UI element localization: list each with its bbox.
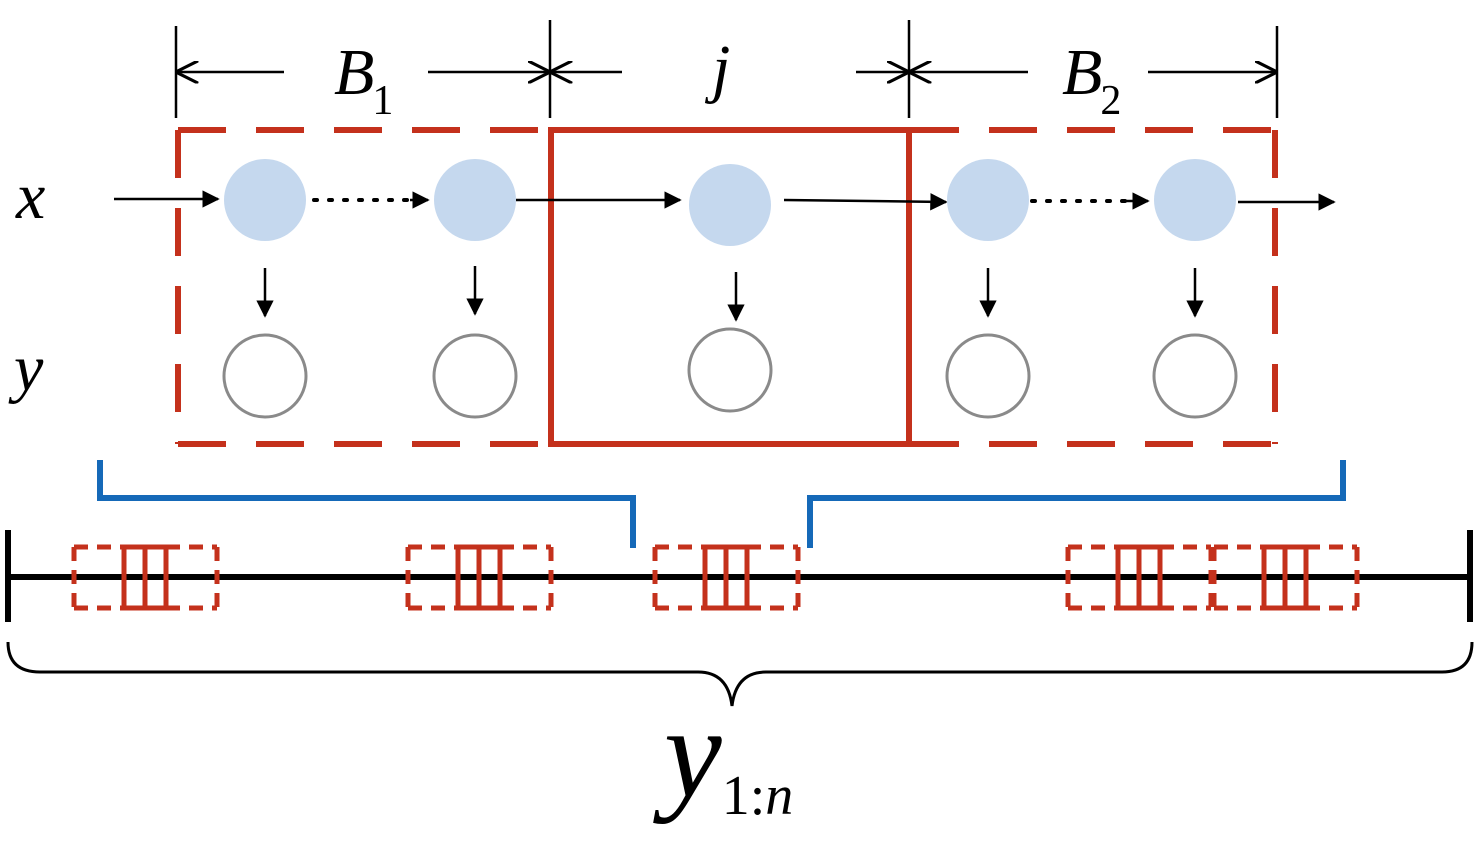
row-label-x: x — [15, 160, 45, 233]
mini-block — [1211, 544, 1360, 611]
hidden-node — [689, 164, 771, 246]
label-j: j — [704, 32, 730, 105]
hidden-node — [1154, 159, 1236, 241]
block-b2-box — [911, 127, 1278, 447]
observed-node — [222, 333, 308, 419]
chain-arrows — [114, 190, 1336, 211]
curly-brace — [6, 641, 1474, 707]
mini-block — [652, 544, 801, 611]
hidden-node — [947, 159, 1029, 241]
sequence-timeline — [5, 530, 1473, 622]
label-b2: B2 — [1062, 36, 1121, 124]
left-blue-bracket — [97, 460, 636, 548]
row-label-y: y — [8, 332, 44, 405]
right-blue-bracket — [807, 460, 1346, 548]
mini-block — [71, 544, 220, 611]
observed-node — [687, 327, 773, 413]
center-block-j-box — [548, 127, 912, 447]
emission-arrows — [256, 266, 1204, 322]
hidden-node — [434, 159, 516, 241]
mini-blocks — [71, 544, 1360, 611]
hidden-states — [224, 159, 1236, 246]
observed-node — [432, 333, 518, 419]
label-sequence: y1:n — [653, 681, 793, 827]
mini-block — [1065, 544, 1214, 611]
observed-node — [1152, 333, 1238, 419]
observed-nodes — [222, 327, 1238, 419]
mini-block — [405, 544, 554, 611]
dimension-lines — [174, 20, 1279, 118]
observed-node — [945, 333, 1031, 419]
label-b1: B1 — [334, 36, 393, 124]
block-b1-box — [175, 127, 548, 447]
hidden-node — [224, 159, 306, 241]
